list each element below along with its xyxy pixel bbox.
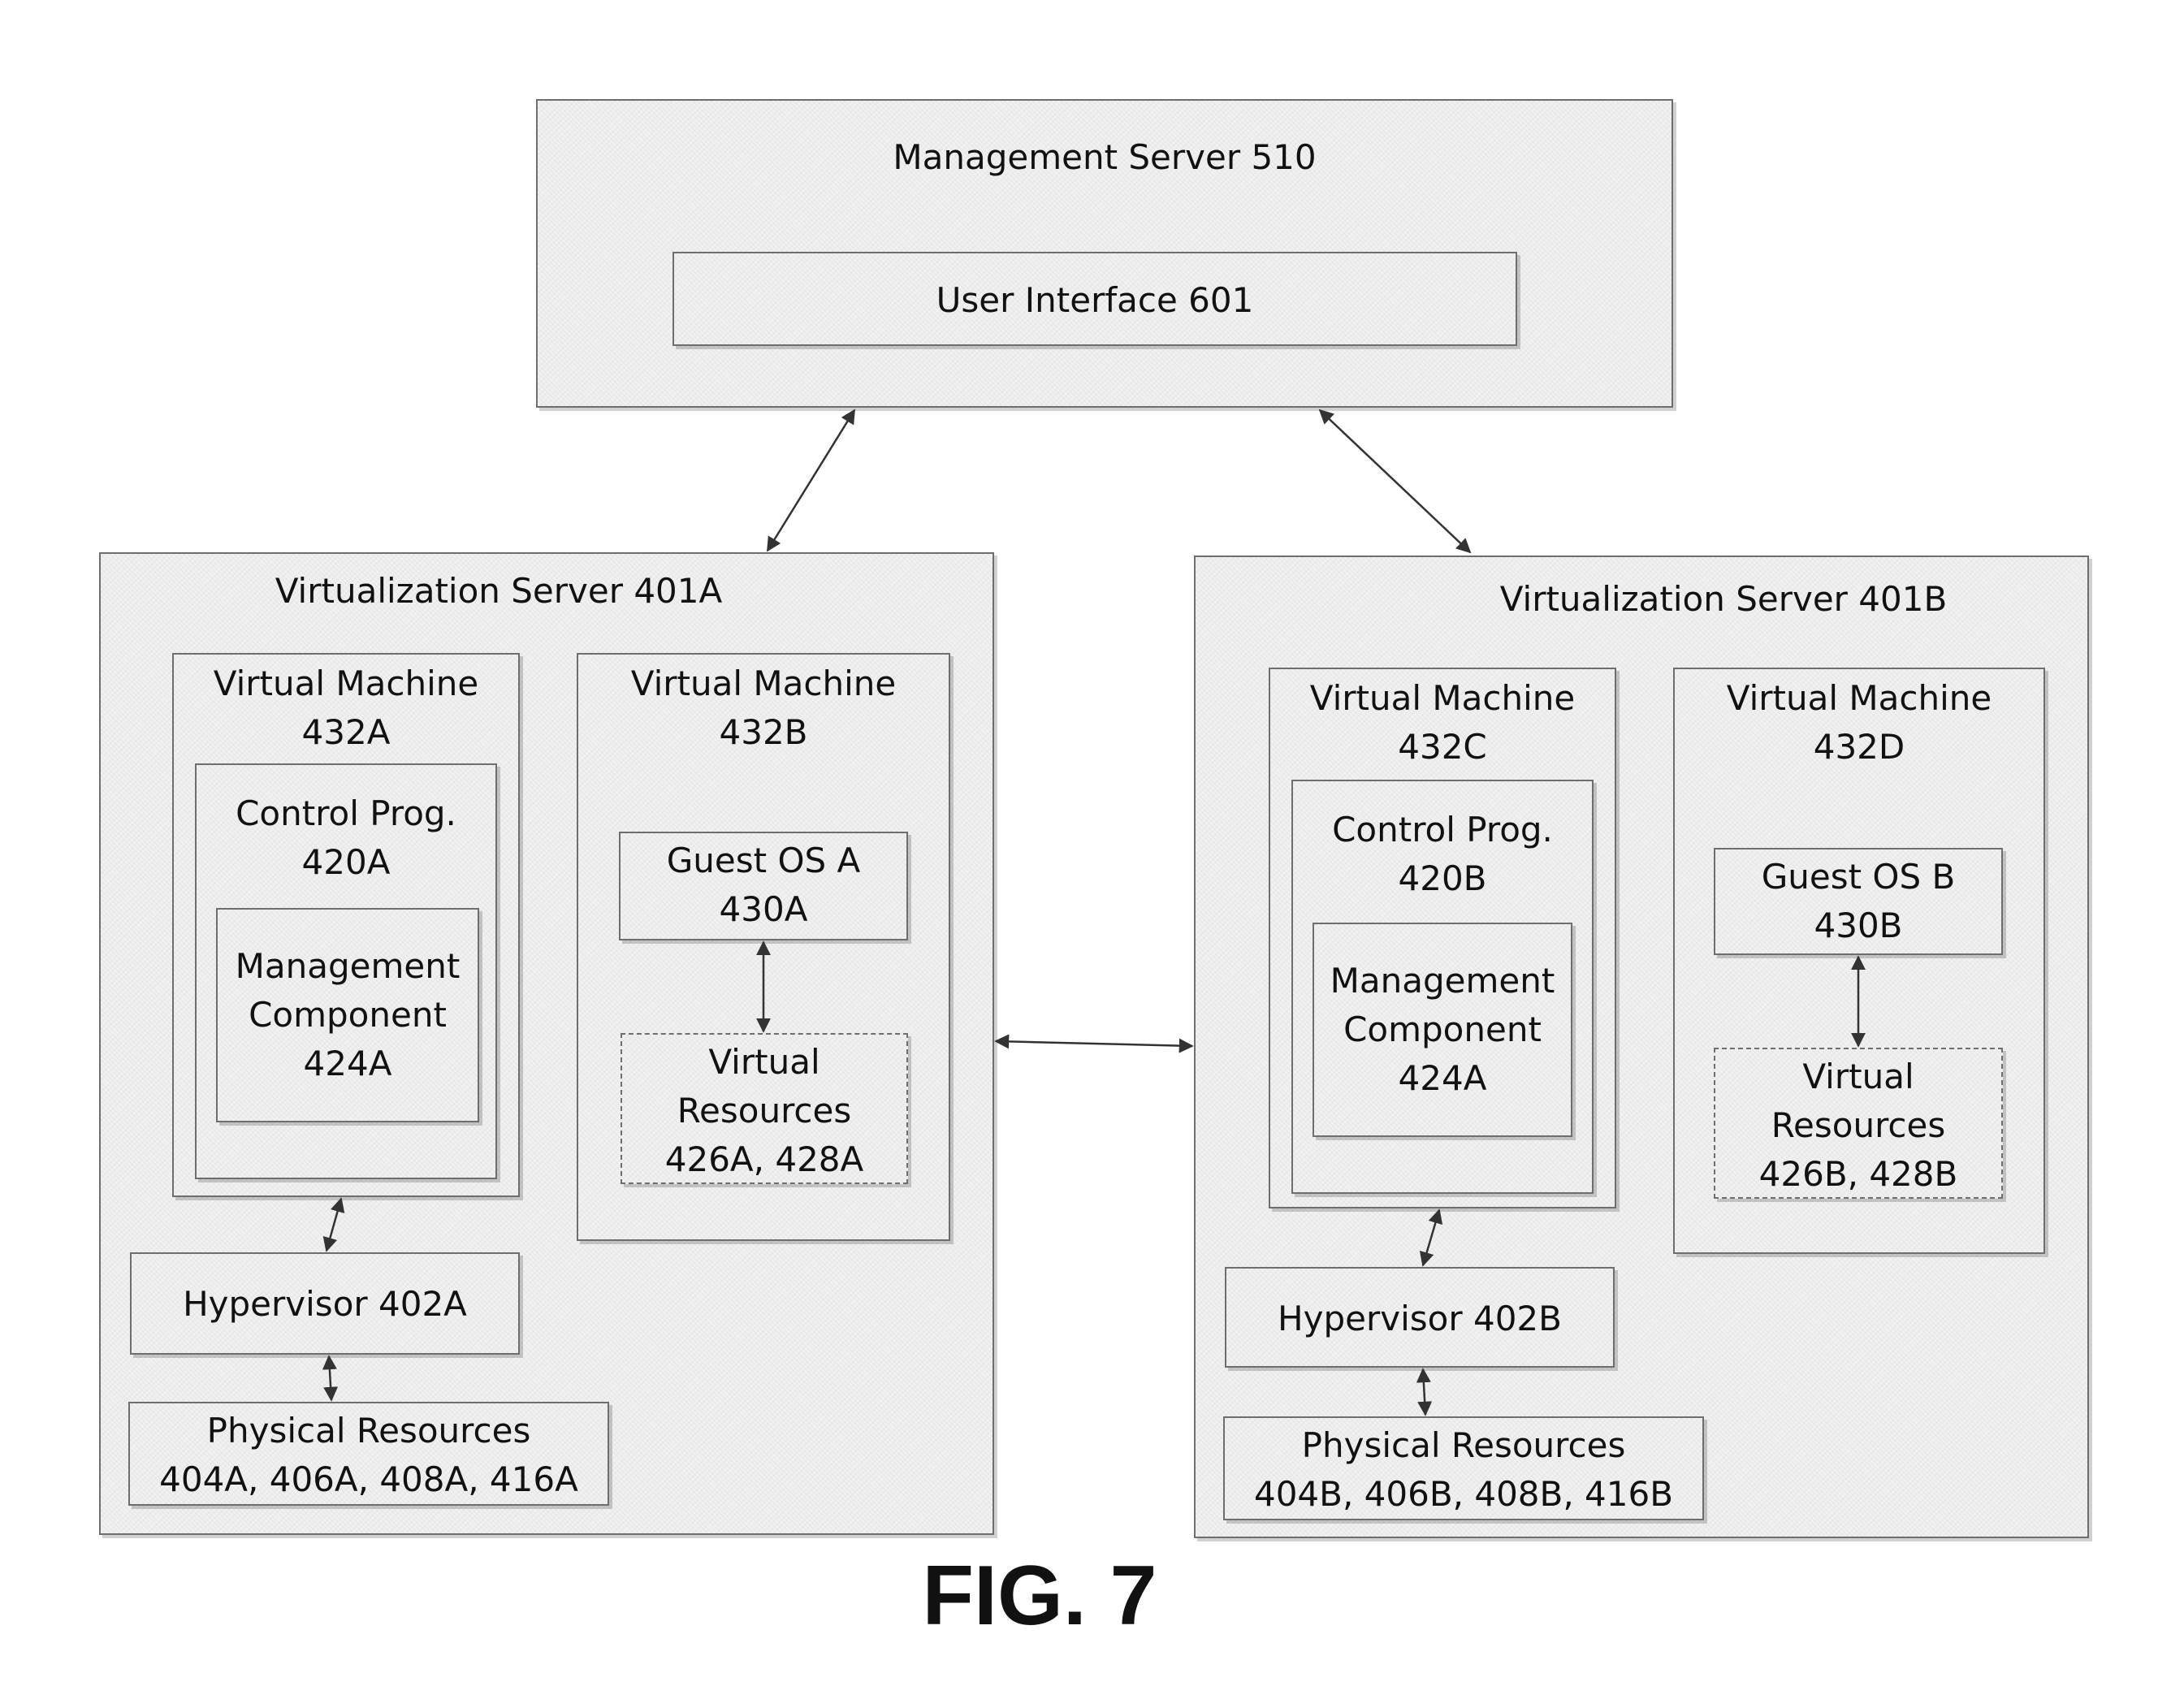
arrow-hypervisor-a-to-physical-a: [329, 1356, 331, 1400]
arrow-vm-432a-to-hypervisor-a: [327, 1199, 341, 1251]
arrow-hypervisor-b-to-physical-b: [1423, 1369, 1425, 1415]
arrow-vm-432c-to-hypervisor-b: [1423, 1210, 1439, 1265]
arrow-mgmt-to-server-b: [1320, 410, 1470, 552]
figure-label: FIG. 7: [877, 1547, 1202, 1645]
arrow-server-a-to-server-b: [996, 1041, 1192, 1046]
arrow-mgmt-to-server-a: [768, 410, 854, 551]
